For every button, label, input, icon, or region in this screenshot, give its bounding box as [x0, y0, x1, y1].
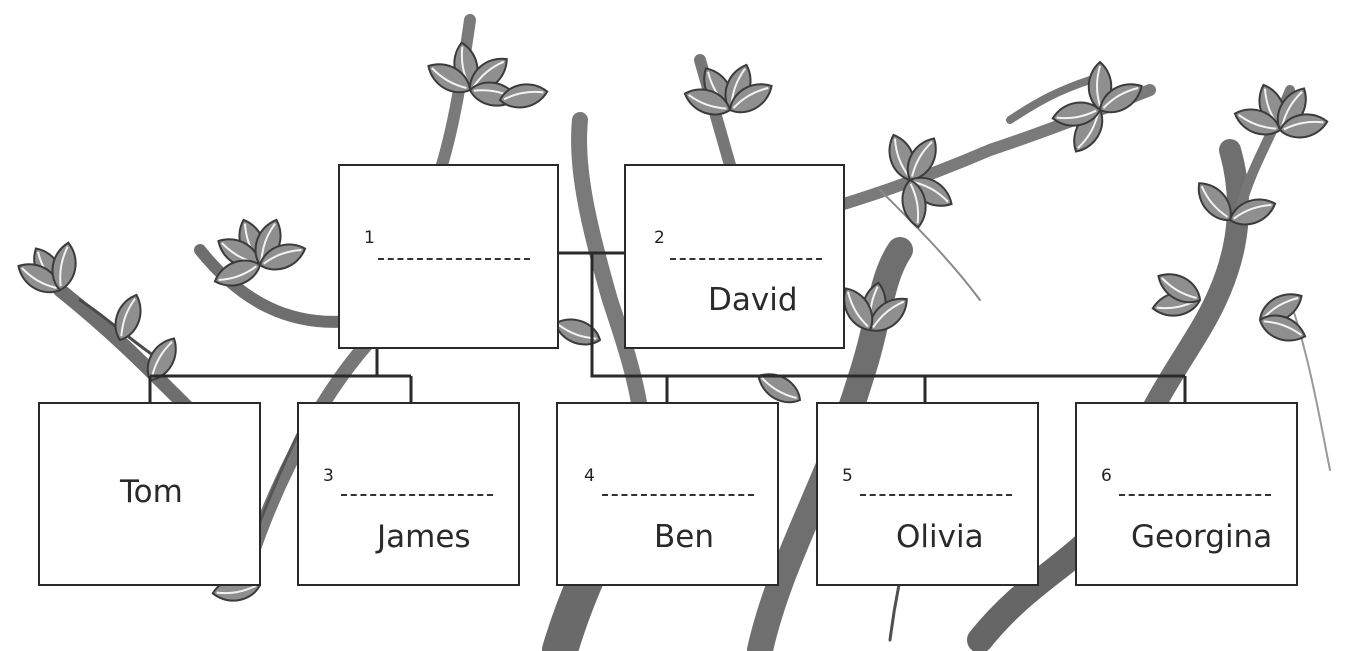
item-number: 6	[1101, 466, 1112, 486]
child-box-4: 4 Ben	[556, 402, 779, 586]
item-number: 4	[584, 466, 595, 486]
couple-children-line	[590, 253, 1187, 403]
child-box-tom: Tom	[38, 402, 261, 586]
person-name: Tom	[120, 474, 183, 510]
item-number: 2	[654, 228, 665, 248]
item-number: 5	[842, 466, 853, 486]
parent-box-2: 2 David	[624, 164, 845, 349]
person-name: Ben	[654, 519, 714, 555]
parent-box-1: 1	[338, 164, 559, 349]
answer-blank[interactable]	[670, 258, 822, 260]
item-number: 3	[323, 466, 334, 486]
person-name: Georgina	[1131, 519, 1273, 555]
answer-blank[interactable]	[341, 494, 493, 496]
child-box-6: 6 Georgina	[1075, 402, 1298, 586]
answer-blank[interactable]	[1119, 494, 1271, 496]
child-box-3: 3 James	[297, 402, 520, 586]
parent1-children-line	[148, 348, 413, 403]
person-name: Olivia	[896, 519, 984, 555]
answer-blank[interactable]	[378, 258, 530, 260]
answer-blank[interactable]	[860, 494, 1012, 496]
person-name: James	[377, 519, 471, 555]
person-name: David	[708, 282, 798, 318]
answer-blank[interactable]	[602, 494, 754, 496]
item-number: 1	[364, 228, 375, 248]
child-box-5: 5 Olivia	[816, 402, 1039, 586]
